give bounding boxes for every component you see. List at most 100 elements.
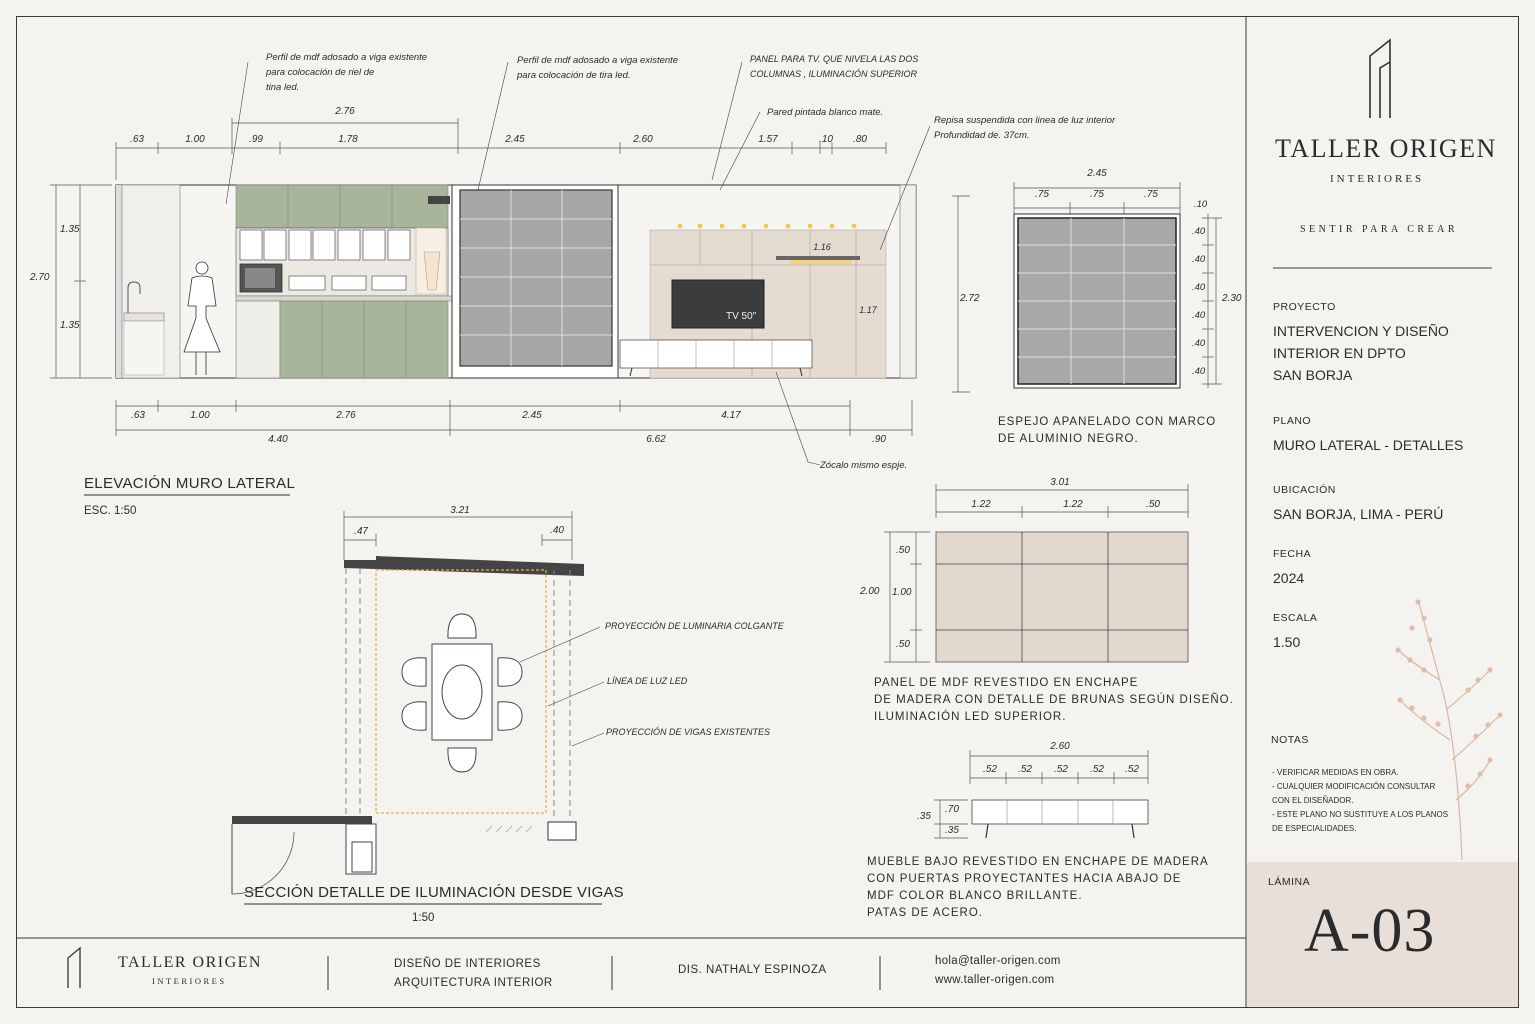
dim-label: .47 (354, 526, 368, 537)
dim-label: 2.45 (505, 134, 525, 145)
dim-label: .35 (917, 811, 931, 822)
elevation-drawing (50, 61, 931, 466)
dim-label: .63 (130, 134, 144, 145)
dim-label: .52 (1090, 764, 1104, 775)
dim-label: 2.00 (860, 586, 880, 597)
panel-detail-drawing (884, 484, 1189, 663)
dim-label: .63 (131, 410, 145, 421)
dim-label: .50 (1146, 499, 1160, 510)
dim-label: .35 (945, 825, 959, 836)
dim-label: 2.30 (1222, 293, 1242, 304)
footer-web[interactable]: www.taller-origen.com (935, 974, 1055, 986)
label-vigas: PROYECCIÓN DE VIGAS EXISTENTES (606, 727, 771, 737)
proyecto-label: PROYECTO (1273, 301, 1336, 313)
dim-label: .50 (896, 639, 910, 650)
plano-label: PLANO (1273, 415, 1312, 427)
notas-label: NOTAS (1271, 734, 1309, 746)
annotation-pared: Pared pintada blanco mate. (767, 107, 884, 118)
dim-label: .99 (249, 134, 263, 145)
label-luminaria: PROYECCIÓN DE LUMINARIA COLGANTE (605, 621, 784, 631)
dim-label: .90 (872, 434, 886, 445)
dim-label: 3.01 (1050, 477, 1070, 488)
dim-label: .75 (1090, 189, 1104, 200)
brand-name: TALLER ORIGEN (1275, 134, 1497, 163)
brand-sub: INTERIORES (1330, 173, 1425, 185)
dim-label: 1.57 (758, 134, 778, 145)
dim-label: 2.72 (960, 293, 980, 304)
dim-label: 2.60 (1050, 741, 1070, 752)
dim-label: 4.40 (268, 434, 288, 445)
dim-label: 6.62 (646, 434, 666, 445)
footer-designer: DIS. NATHALY ESPINOZA (678, 964, 827, 976)
logo-icon (1369, 38, 1391, 118)
dim-label: 1.22 (1063, 499, 1083, 510)
furniture-caption: MUEBLE BAJO REVESTIDO EN ENCHAPE DE MADE… (867, 856, 1209, 919)
dim-label: .75 (1144, 189, 1158, 200)
sheet-frame (16, 16, 1519, 1008)
dim-label: 1.00 (892, 587, 912, 598)
dim-label: 1.17 (859, 305, 877, 315)
dim-label: 1.00 (190, 410, 210, 421)
label-led: LÍNEA DE LUZ LED (607, 676, 688, 686)
elevation-scale: ESC. 1:50 (84, 505, 137, 517)
fecha-label: FECHA (1273, 548, 1312, 560)
dim-label: 2.45 (522, 410, 542, 421)
dim-label: 1.00 (185, 134, 205, 145)
dim-label: .10 (1194, 199, 1208, 210)
footer-logo-icon (67, 946, 81, 988)
furniture-detail-drawing (934, 750, 1149, 839)
dim-label: .40 (1192, 254, 1206, 265)
dim-label: .40 (1192, 226, 1206, 237)
dim-label: 4.17 (721, 410, 741, 421)
dim-label: 2.45 (1087, 168, 1107, 179)
section-drawing (231, 511, 605, 905)
dim-label: 2.70 (30, 272, 50, 283)
dim-label: 3.21 (450, 505, 470, 516)
notas-list: - VERIFICAR MEDIDAS EN OBRA. - CUALQUIER… (1272, 768, 1449, 833)
dim-label: .52 (1054, 764, 1068, 775)
dim-label: 2.60 (633, 134, 653, 145)
ubicacion-label: UBICACIÓN (1273, 484, 1336, 496)
dim-label: 1.22 (971, 499, 991, 510)
escala-label: ESCALA (1273, 612, 1318, 624)
tagline: SENTIR PARA CREAR (1300, 224, 1459, 235)
tv-label: TV 50" (726, 311, 757, 322)
footer-sub: INTERIORES (152, 976, 227, 986)
dim-label: 1.35 (60, 224, 80, 235)
section-scale: 1:50 (412, 912, 435, 924)
dim-label: .40 (1192, 282, 1206, 293)
dim-label: .80 (853, 134, 867, 145)
footer-email[interactable]: hola@taller-origen.com (935, 955, 1061, 967)
dim-label: 2.76 (335, 106, 355, 117)
dim-label: 2.76 (336, 410, 356, 421)
elevation-title: ELEVACIÓN MURO LATERAL (84, 475, 296, 492)
lamina-value: A-03 (1304, 897, 1436, 965)
dim-label: 1.16 (813, 242, 831, 252)
dim-label: 1.35 (60, 320, 80, 331)
escala-value: 1.50 (1273, 634, 1301, 650)
dim-label: .10 (819, 134, 833, 145)
dim-label: .40 (1192, 310, 1206, 321)
dim-label: .52 (1018, 764, 1032, 775)
dim-label: .52 (1125, 764, 1139, 775)
dim-label: .75 (1035, 189, 1049, 200)
fecha-value: 2024 (1273, 570, 1305, 586)
dim-label: .40 (1192, 338, 1206, 349)
dim-label: .50 (896, 545, 910, 556)
dim-label: 1.78 (338, 134, 358, 145)
section-title: SECCIÓN DETALLE DE ILUMINACIÓN DESDE VIG… (244, 884, 624, 901)
annotation-repisa: Repisa suspendida con linea de luz inter… (934, 115, 1116, 141)
dim-label: .70 (945, 804, 959, 815)
lamina-box (1247, 862, 1518, 1007)
annotation-zocalo: Zócalo mismo espje. (820, 460, 908, 471)
dim-label: .40 (1192, 366, 1206, 377)
dim-label: .40 (550, 525, 564, 536)
lamina-label: LÁMINA (1268, 876, 1311, 888)
